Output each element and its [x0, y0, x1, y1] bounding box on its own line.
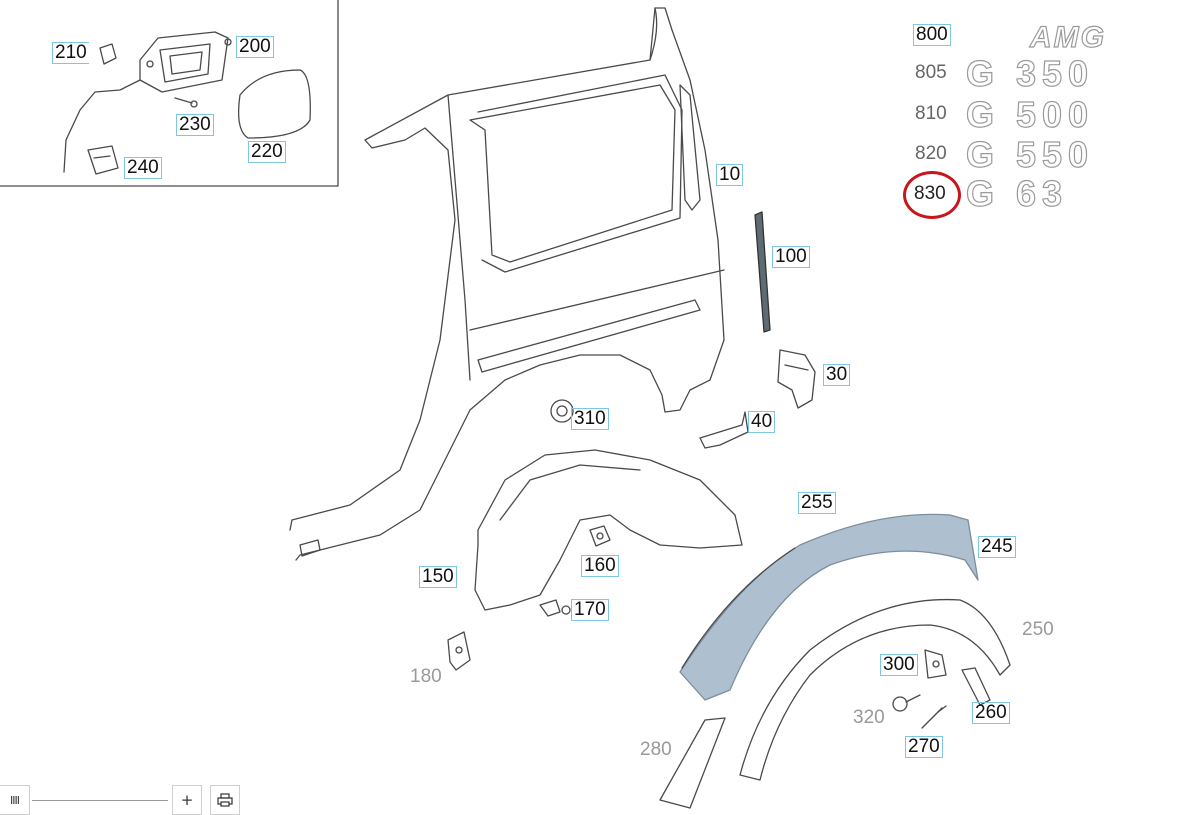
- emblem-g63: G 63: [965, 173, 1069, 214]
- rivet-270: [921, 705, 947, 729]
- callout-820[interactable]: 820: [915, 143, 947, 164]
- callout-220[interactable]: 220: [248, 141, 286, 163]
- wheel-liner-150: [474, 449, 743, 611]
- bracket-240: [87, 145, 119, 175]
- nut-310: [550, 399, 574, 423]
- callout-160[interactable]: 160: [581, 555, 619, 577]
- printer-icon: [217, 793, 233, 807]
- callout-40[interactable]: 40: [748, 411, 776, 433]
- zoom-in-button[interactable]: +: [172, 785, 202, 815]
- callout-805[interactable]: 805: [915, 62, 947, 83]
- callout-810[interactable]: 810: [915, 103, 947, 124]
- screw-320: [892, 694, 921, 712]
- bracket-40: [699, 411, 749, 449]
- callout-240[interactable]: 240: [124, 157, 162, 179]
- wheel-flare-250: [739, 598, 1011, 781]
- fuel-door-housing: [63, 31, 232, 173]
- callout-310[interactable]: 310: [571, 408, 609, 430]
- trim-strip-280: [659, 717, 726, 809]
- callout-280[interactable]: 280: [640, 739, 672, 760]
- callout-180[interactable]: 180: [410, 666, 442, 687]
- pillar-trim-100: [754, 211, 771, 333]
- emblem-amg: AMG: [1029, 20, 1106, 54]
- callout-320[interactable]: 320: [853, 707, 885, 728]
- clip-260: [961, 667, 991, 706]
- side-panel: [289, 7, 725, 561]
- emblem-g500: G 500: [965, 94, 1095, 135]
- bolt-230: [174, 97, 198, 108]
- small-clip-210: [99, 43, 117, 65]
- callout-230[interactable]: 230: [176, 114, 214, 136]
- emblem-g550: G 550: [965, 134, 1095, 175]
- clip-300: [924, 649, 947, 679]
- zoom-toolbar: IIII +: [0, 785, 250, 815]
- callout-270[interactable]: 270: [905, 736, 943, 758]
- bracket-30: [777, 349, 816, 409]
- callout-800[interactable]: 800: [913, 24, 951, 46]
- callout-170[interactable]: 170: [571, 599, 609, 621]
- callout-100[interactable]: 100: [772, 246, 810, 268]
- callout-10[interactable]: 10: [716, 164, 744, 186]
- callout-210[interactable]: 210: [52, 42, 89, 64]
- emblem-g350: G 350: [965, 53, 1095, 94]
- zoom-reset-icon[interactable]: IIII: [0, 785, 30, 815]
- fuel-door-lid: [237, 69, 311, 139]
- callout-30[interactable]: 30: [823, 364, 851, 386]
- wheel-flare-255: [679, 513, 979, 701]
- zoom-slider[interactable]: [32, 800, 168, 801]
- print-button[interactable]: [210, 785, 240, 815]
- nut-160: [589, 525, 611, 547]
- clip-170: [539, 599, 571, 617]
- callout-200[interactable]: 200: [236, 36, 274, 58]
- callout-245[interactable]: 245: [978, 536, 1016, 558]
- callout-255[interactable]: 255: [798, 492, 836, 514]
- callout-830[interactable]: 830: [914, 183, 946, 204]
- callout-250[interactable]: 250: [1022, 619, 1054, 640]
- callout-260[interactable]: 260: [972, 702, 1010, 724]
- callout-150[interactable]: 150: [419, 566, 457, 588]
- inset-frame: [0, 0, 339, 187]
- bracket-180: [447, 631, 471, 671]
- callout-300[interactable]: 300: [880, 654, 918, 676]
